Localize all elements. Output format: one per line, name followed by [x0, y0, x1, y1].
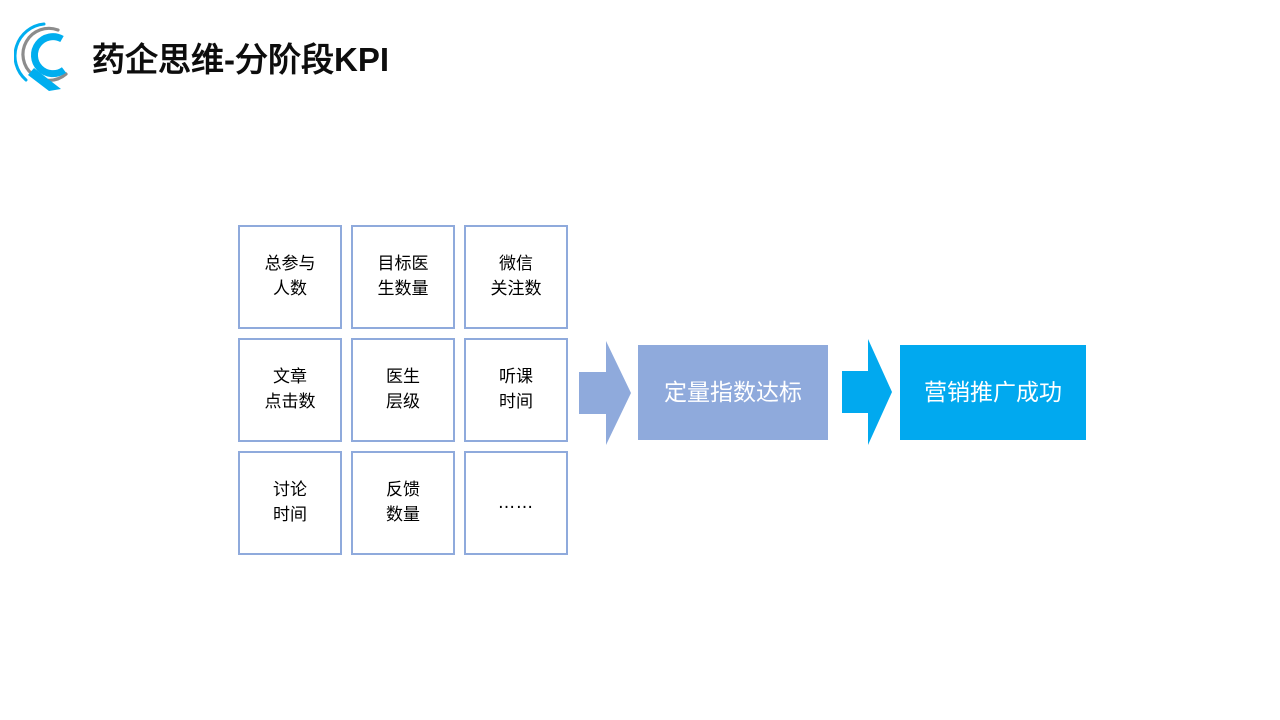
kpi-cell-label: 微信 关注数: [490, 254, 542, 299]
kpi-cell-label: ……: [498, 492, 534, 513]
kpi-cell-label: 反馈 数量: [386, 480, 420, 525]
circular-arc-logo: [13, 18, 86, 96]
page-title: 药企思维-分阶段KPI: [92, 41, 389, 78]
kpi-cell-label: 医生 层级: [386, 367, 420, 412]
kpi-cell-label: 听课 时间: [499, 367, 533, 412]
kpi-cell-label: 目标医 生数量: [377, 254, 429, 299]
outcome-box-marketing-success[interactable]: 营销推广成功: [900, 345, 1086, 440]
kpi-cell-label: 讨论 时间: [273, 480, 307, 525]
kpi-cell-feedback-count[interactable]: 反馈 数量: [351, 451, 455, 555]
outcome-box-label: 定量指数达标: [664, 379, 802, 406]
kpi-metrics-grid: 总参与 人数 目标医 生数量 微信 关注数 文章 点击数 医生 层级 听课 时间…: [238, 225, 568, 555]
outcome-box-quantitative-target[interactable]: 定量指数达标: [638, 345, 828, 440]
kpi-cell-lecture-time[interactable]: 听课 时间: [464, 338, 568, 442]
kpi-cell-total-participants[interactable]: 总参与 人数: [238, 225, 342, 329]
outcome-box-label: 营销推广成功: [924, 379, 1062, 406]
slide-header: 药企思维-分阶段KPI: [0, 0, 1280, 120]
kpi-cell-more[interactable]: ……: [464, 451, 568, 555]
chevron-arrow-icon: [579, 341, 631, 445]
kpi-cell-doctor-tier[interactable]: 医生 层级: [351, 338, 455, 442]
kpi-cell-discussion-time[interactable]: 讨论 时间: [238, 451, 342, 555]
kpi-cell-label: 文章 点击数: [264, 367, 316, 412]
chevron-arrow-icon: [842, 339, 892, 445]
kpi-cell-target-doctors[interactable]: 目标医 生数量: [351, 225, 455, 329]
kpi-cell-article-clicks[interactable]: 文章 点击数: [238, 338, 342, 442]
kpi-cell-label: 总参与 人数: [264, 254, 316, 299]
kpi-cell-wechat-followers[interactable]: 微信 关注数: [464, 225, 568, 329]
